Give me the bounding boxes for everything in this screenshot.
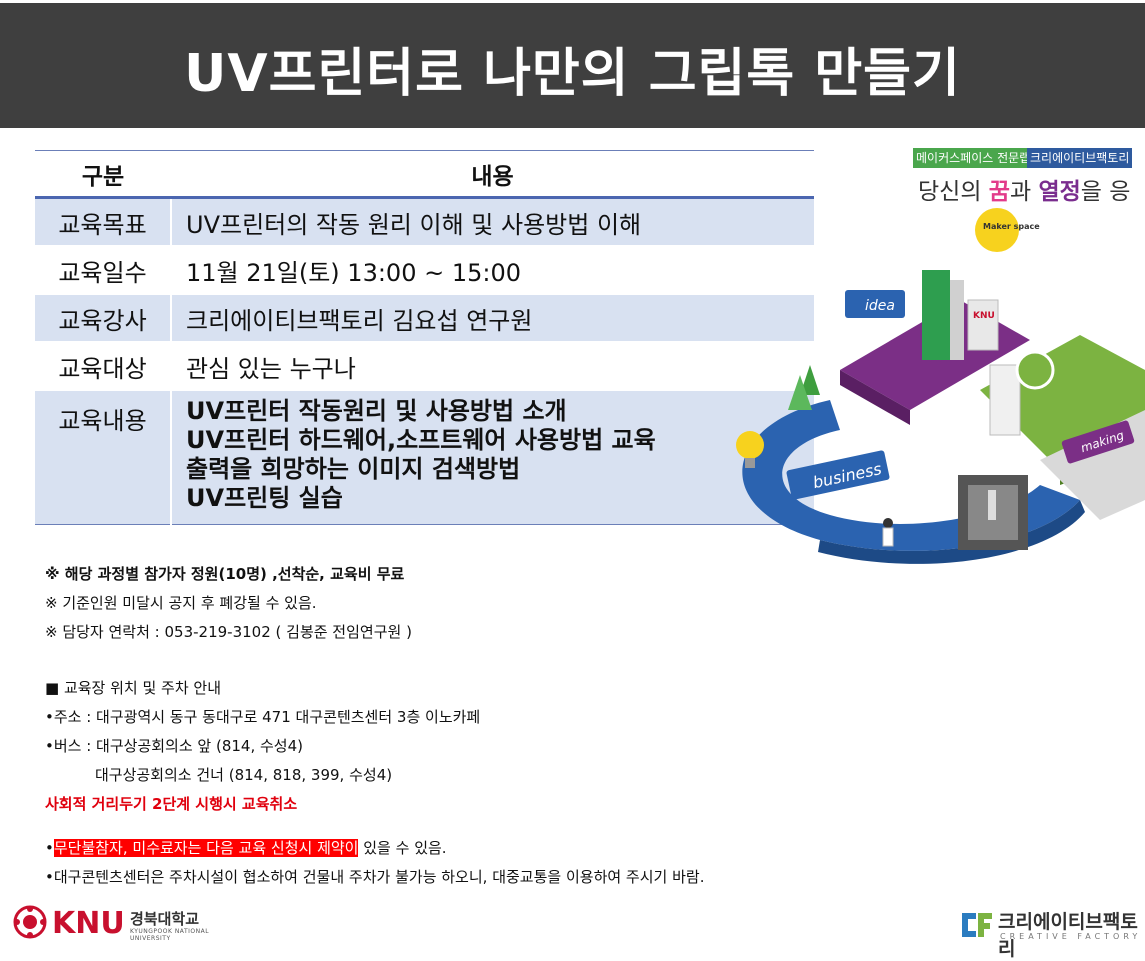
notice-item: ※ 기준인원 미달시 공지 후 폐강될 수 있음. — [45, 594, 317, 612]
idea-sign — [845, 290, 905, 318]
row-value: UV프린터 작동원리 및 사용방법 소개 UV프린터 하드웨어,소프트웨어 사용… — [171, 389, 814, 525]
makerspace-text: Maker space — [983, 222, 1040, 231]
content-line: UV프린터 작동원리 및 사용방법 소개 — [186, 397, 567, 425]
green-tower — [922, 270, 950, 360]
knu-sign: KNU — [973, 311, 995, 321]
printer-head — [988, 490, 996, 520]
table-row: 교육일수 11월 21일(토) 13:00 ~ 15:00 — [35, 245, 814, 294]
white-tower — [989, 364, 1021, 436]
cf-emblem-icon — [962, 913, 992, 937]
tower-side — [950, 280, 964, 360]
tree-icon — [800, 365, 820, 395]
location-section: ■ 교육장 위치 및 주차 안내 •주소 : 대구광역시 동구 동대구로 471… — [45, 674, 480, 819]
notice-list: ※ 해당 과정별 참가자 정원(10명) ,선착순, 교육비 무료 ※ 기준인원… — [45, 560, 412, 647]
table-row: 교육내용 UV프린터 작동원리 및 사용방법 소개 UV프린터 하드웨어,소프트… — [35, 389, 814, 525]
person-body — [882, 527, 894, 547]
row-label: 교육강사 — [35, 293, 172, 342]
location-heading: ■ 교육장 위치 및 주차 안내 — [45, 679, 222, 697]
row-label: 교육일수 — [35, 245, 172, 294]
address-line: •주소 : 대구광역시 동구 동대구로 471 대구콘텐츠센터 3층 이노카페 — [45, 708, 481, 726]
table-header-row: 구분 내용 — [35, 150, 814, 199]
table-row: 교육목표 UV프린터의 작동 원리 이해 및 사용방법 이해 — [35, 196, 814, 246]
business-sign — [786, 450, 890, 500]
promo-illustration: 메이커스페이스 전문랩 크리에이티브팩토리 당신의 꿈과 열정을 응 KNU i… — [700, 140, 1145, 580]
notice-item: ※ 담당자 연락처 : 053-219-3102 ( 김봉준 전임연구원 ) — [45, 623, 412, 641]
tree-icon — [788, 375, 812, 410]
bus-line: •버스 : 대구상공회의소 앞 (814, 수성4) — [45, 737, 303, 755]
row-value: UV프린터의 작동 원리 이해 및 사용방법 이해 — [171, 196, 814, 246]
row-value: 크리에이티브팩토리 김요섭 연구원 — [171, 293, 814, 342]
row-label: 교육내용 — [35, 389, 172, 525]
bottom-notes: •무단불참자, 미수료자는 다음 교육 신청시 제약이 있을 수 있음. •대구… — [45, 834, 704, 892]
knu-name: 경북대학교 — [130, 910, 200, 928]
header-content: 내용 — [171, 150, 814, 199]
city-illustration: KNU idea Maker space business making — [736, 208, 1145, 564]
penalty-note: •무단불참자, 미수료자는 다음 교육 신청시 제약이 있을 수 있음. — [45, 839, 447, 857]
knu-subtitle: KYUNGPOOK NATIONAL UNIVERSITY — [130, 928, 210, 942]
row-label: 교육목표 — [35, 196, 172, 246]
promo-tag-creative-factory: 크리에이티브팩토리 — [1027, 148, 1133, 168]
title-banner: UV프린터로 나만의 그립톡 만들기 — [0, 3, 1145, 128]
info-table: 구분 내용 교육목표 UV프린터의 작동 원리 이해 및 사용방법 이해 교육일… — [35, 150, 814, 525]
person-icon — [883, 518, 893, 528]
purple-block-side — [840, 370, 910, 425]
icon-sign-circle — [1015, 350, 1055, 390]
content-line: UV프린터 하드웨어,소프트웨어 사용방법 교육 — [186, 426, 656, 454]
row-value: 11월 21일(토) 13:00 ~ 15:00 — [171, 245, 814, 294]
knu-mark: KNU — [52, 906, 125, 941]
idea-sign-text: idea — [865, 298, 895, 314]
cf-subtitle: CREATIVE FACTORY — [1000, 932, 1142, 941]
page-title: UV프린터로 나만의 그립톡 만들기 — [184, 44, 961, 104]
header-category: 구분 — [35, 150, 171, 199]
promo-tag-makerspace: 메이커스페이스 전문랩 — [913, 148, 1034, 168]
making-sign — [1061, 420, 1135, 464]
content-line: UV프린팅 실습 — [186, 484, 343, 512]
notice-item: ※ 해당 과정별 참가자 정원(10명) ,선착순, 교육비 무료 — [45, 565, 405, 583]
bus-line-2: 대구상공회의소 건너 (814, 818, 399, 수성4) — [95, 766, 393, 784]
cancellation-warning: 사회적 거리두기 2단계 시행시 교육취소 — [45, 795, 298, 813]
lightbulb-icon — [736, 431, 764, 459]
row-value: 관심 있는 누구나 — [171, 341, 814, 390]
row-label: 교육대상 — [35, 341, 172, 390]
promo-slogan: 당신의 꿈과 열정을 응 — [918, 179, 1131, 205]
knu-building — [967, 299, 999, 351]
parking-note: •대구콘텐츠센터은 주차시설이 협소하여 건물내 주차가 불가능 하오니, 대중… — [45, 868, 705, 886]
knu-logo: KNU 경북대학교 KYUNGPOOK NATIONAL UNIVERSITY — [12, 904, 232, 942]
table-row: 교육대상 관심 있는 누구나 — [35, 341, 814, 390]
penalty-highlight: 무단불참자, 미수료자는 다음 교육 신청시 제약이 — [53, 839, 359, 857]
makerspace-badge — [975, 208, 1019, 252]
knu-emblem-icon — [13, 905, 47, 939]
content-line: 출력을 희망하는 이미지 검색방법 — [186, 455, 521, 483]
creative-factory-logo: 크리에이티브팩토리 CREATIVE FACTORY — [958, 905, 1143, 960]
lightbulb-base — [745, 458, 755, 468]
table-row: 교육강사 크리에이티브팩토리 김요섭 연구원 — [35, 293, 814, 342]
